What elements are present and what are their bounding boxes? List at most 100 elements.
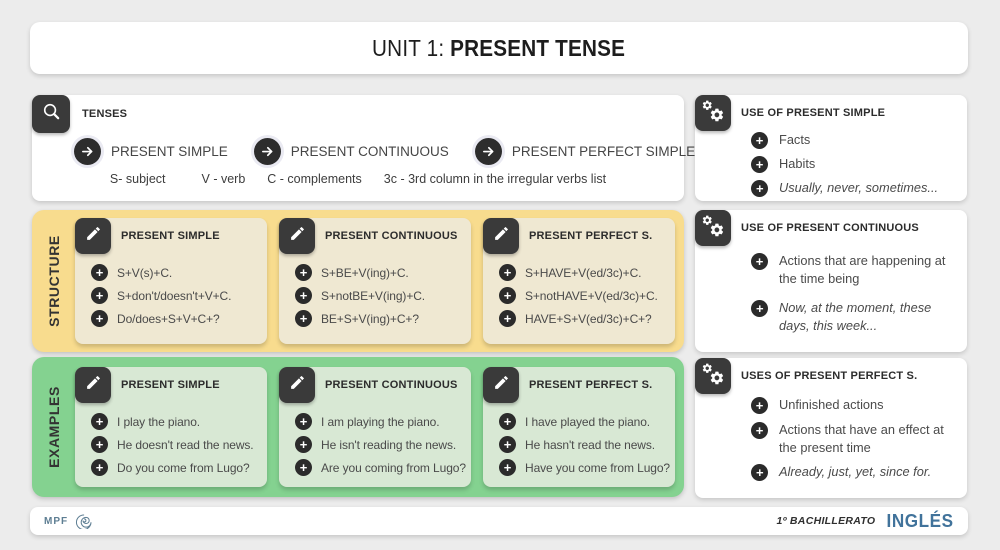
structure-card-present-perfect: PRESENT PERFECT S. +S+HAVE+V(ed/3c)+C. +…	[483, 218, 675, 344]
footer-bar: MPF 1º BACHILLERATO INGLÉS	[30, 507, 968, 535]
gears-icon	[701, 99, 725, 128]
gears-badge	[695, 358, 731, 394]
tenses-title: TENSES	[82, 108, 128, 120]
formula-row: +S+HAVE+V(ed/3c)+C.	[499, 264, 671, 281]
plus-icon: +	[499, 413, 516, 430]
pencil-icon	[493, 374, 510, 396]
footer-course: 1º BACHILLERATO INGLÉS	[776, 511, 954, 532]
example-list: +I play the piano. +He doesn't read the …	[91, 413, 263, 476]
pencil-badge	[75, 367, 111, 403]
plus-icon: +	[751, 300, 768, 318]
use-card-present-continuous: USE OF PRESENT CONTINUOUS +Actions that …	[695, 210, 967, 352]
use-row: +Actions that are happening at the time …	[751, 252, 951, 287]
card-title: USE OF PRESENT CONTINUOUS	[741, 222, 919, 234]
page-title-bold: PRESENT TENSE	[450, 34, 626, 61]
plus-icon: +	[751, 253, 768, 270]
structure-section: STRUCTURE PRESENT SIMPLE +S+V(s)+C. +S+d…	[32, 210, 684, 352]
plus-icon: +	[91, 264, 108, 281]
spiral-logo-icon	[74, 509, 94, 534]
tense-list: PRESENT SIMPLE PRESENT CONTINUOUS PRESEN…	[74, 131, 695, 171]
use-row-keywords: +Already, just, yet, since for.	[751, 463, 951, 482]
formula-row: +S+BE+V(ing)+C.	[295, 264, 467, 281]
example-row: +He isn't reading the news.	[295, 436, 467, 453]
plus-icon: +	[499, 287, 516, 304]
card-title: PRESENT CONTINUOUS	[325, 379, 458, 391]
example-row: +I am playing the piano.	[295, 413, 467, 430]
plus-icon: +	[751, 156, 768, 173]
legend-subject: S- subject	[109, 172, 166, 186]
plus-icon: +	[91, 459, 108, 476]
use-card-present-perfect: USES OF PRESENT PERFECT S. +Unfinished a…	[695, 358, 967, 498]
use-row-keywords: +Usually, never, sometimes...	[751, 179, 951, 197]
plus-icon: +	[751, 180, 768, 197]
use-row: +Unfinished actions	[751, 396, 951, 414]
formula-row: +Do/does+S+V+C+?	[91, 310, 263, 327]
formula-row: +S+don't/doesn't+V+C.	[91, 287, 263, 304]
plus-icon: +	[295, 264, 312, 281]
example-list: +I have played the piano. +He hasn't rea…	[499, 413, 671, 476]
plus-icon: +	[751, 132, 768, 149]
plus-icon: +	[91, 413, 108, 430]
structure-card-present-continuous: PRESENT CONTINUOUS +S+BE+V(ing)+C. +S+no…	[279, 218, 471, 344]
card-title: USE OF PRESENT SIMPLE	[741, 107, 886, 119]
footer-author: MPF	[44, 509, 94, 534]
use-row-keywords: +Now, at the moment, these days, this we…	[751, 299, 951, 334]
gears-icon	[701, 362, 725, 391]
pencil-badge	[483, 367, 519, 403]
tense-label: PRESENT CONTINUOUS	[290, 143, 449, 159]
arrow-right-icon	[474, 137, 502, 165]
use-row: +Habits	[751, 155, 951, 173]
example-row: +He hasn't read the news.	[499, 436, 671, 453]
examples-card-present-continuous: PRESENT CONTINUOUS +I am playing the pia…	[279, 367, 471, 487]
plus-icon: +	[295, 413, 312, 430]
examples-section-label: EXAMPLES	[46, 386, 63, 468]
pencil-icon	[289, 225, 306, 247]
examples-card-present-perfect: PRESENT PERFECT S. +I have played the pi…	[483, 367, 675, 487]
tense-label: PRESENT SIMPLE	[111, 143, 228, 159]
course-subject: INGLÉS	[886, 510, 954, 531]
pencil-badge	[279, 218, 315, 254]
plus-icon: +	[295, 287, 312, 304]
example-row: +I play the piano.	[91, 413, 263, 430]
use-list: +Actions that are happening at the time …	[751, 252, 951, 335]
formula-row: +S+notBE+V(ing)+C.	[295, 287, 467, 304]
example-row: +Are you coming from Lugo?	[295, 459, 467, 476]
legend-verb: V - verb	[201, 172, 246, 186]
magnifier-badge	[32, 95, 70, 133]
legend-3rd-column: 3c - 3rd column in the irregular verbs l…	[383, 172, 607, 186]
header-card: UNIT 1: PRESENT TENSE	[30, 22, 968, 74]
tense-item-present-perfect-simple: PRESENT PERFECT SIMPLE	[474, 137, 695, 165]
plus-icon: +	[499, 310, 516, 327]
formula-list: +S+HAVE+V(ed/3c)+C. +S+notHAVE+V(ed/3c)+…	[499, 264, 671, 327]
card-title: PRESENT SIMPLE	[121, 230, 220, 242]
card-title: USES OF PRESENT PERFECT S.	[741, 370, 918, 382]
plus-icon: +	[751, 464, 768, 482]
use-list: +Facts +Habits +Usually, never, sometime…	[751, 131, 951, 197]
pencil-icon	[85, 374, 102, 396]
gears-icon	[701, 214, 725, 243]
example-row: +He doesn't read the news.	[91, 436, 263, 453]
course-level: 1º BACHILLERATO	[776, 515, 876, 527]
example-row: +Do you come from Lugo?	[91, 459, 263, 476]
formula-row: +S+V(s)+C.	[91, 264, 263, 281]
use-card-present-simple: USE OF PRESENT SIMPLE +Facts +Habits +Us…	[695, 95, 967, 201]
example-list: +I am playing the piano. +He isn't readi…	[295, 413, 467, 476]
examples-card-present-simple: PRESENT SIMPLE +I play the piano. +He do…	[75, 367, 267, 487]
pencil-badge	[279, 367, 315, 403]
pencil-badge	[483, 218, 519, 254]
use-row: +Facts	[751, 131, 951, 149]
author-initials: MPF	[44, 515, 69, 527]
plus-icon: +	[295, 310, 312, 327]
plus-icon: +	[91, 310, 108, 327]
card-title: PRESENT PERFECT S.	[529, 379, 653, 391]
page-title: UNIT 1: PRESENT TENSE	[372, 35, 625, 62]
gears-badge	[695, 95, 731, 131]
example-row: +Have you come from Lugo?	[499, 459, 671, 476]
use-list: +Unfinished actions +Actions that have a…	[751, 396, 951, 482]
examples-section: EXAMPLES PRESENT SIMPLE +I play the pian…	[32, 357, 684, 497]
card-title: PRESENT PERFECT S.	[529, 230, 653, 242]
legend-complements: C - complements	[267, 172, 362, 186]
plus-icon: +	[295, 436, 312, 453]
plus-icon: +	[91, 287, 108, 304]
abbreviation-legend: S- subject V - verb C - complements 3c -…	[32, 172, 684, 186]
